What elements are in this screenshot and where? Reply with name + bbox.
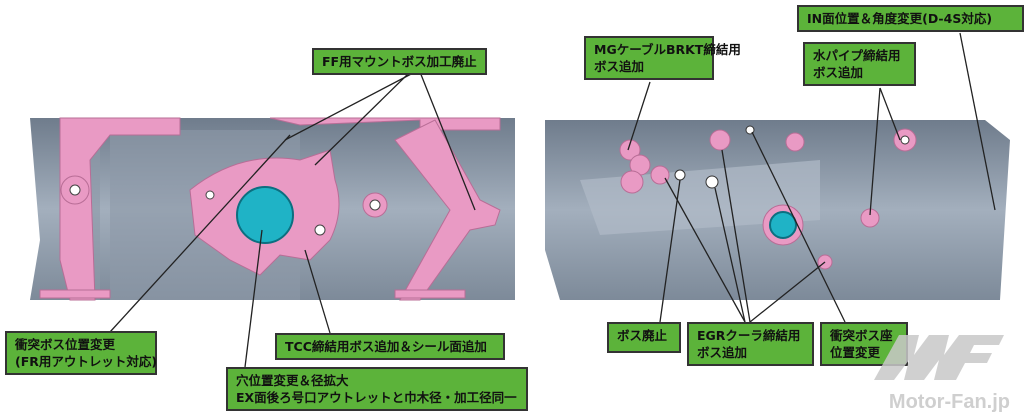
- label-text: FF用マウントボス加工廃止: [322, 54, 477, 69]
- label-text: EX面後ろ号口アウトレットと巾木径・加工径同一: [236, 390, 517, 405]
- label-text: ボス追加: [697, 345, 748, 360]
- motor-fan-logo: [874, 335, 1004, 380]
- label-boss-removed: ボス廃止: [607, 322, 681, 353]
- label-text: 水パイプ締結用: [813, 48, 901, 63]
- label-collision-boss-left: 衝突ボス位置変更 (FR用アウトレット対応): [5, 331, 157, 375]
- right-cylinder-head-view: [545, 120, 1010, 300]
- label-text: (FR用アウトレット対応): [15, 354, 158, 369]
- label-egr-cooler-boss: EGRクーラ締結用ボス追加: [687, 322, 814, 366]
- label-text: IN面位置＆角度変更(D-4S対応): [807, 11, 993, 26]
- label-text: TCC締結用ボス追加＆シール面追加: [285, 339, 487, 354]
- watermark: Motor-Fan.jp: [888, 391, 1010, 413]
- label-text: 衝突ボス位置変更: [15, 337, 116, 352]
- left-cylinder-head-view: [30, 117, 515, 301]
- label-text: EGRクーラ締結用: [697, 328, 801, 343]
- label-text: ボス追加: [813, 65, 864, 80]
- label-ff-mount-boss-removed: FF用マウントボス加工廃止: [312, 48, 487, 75]
- label-water-pipe-boss: 水パイプ締結用ボス追加: [803, 42, 916, 86]
- label-text: MGケーブルBRKT締結用: [594, 42, 741, 57]
- label-text: 衝突ボス座: [830, 328, 893, 343]
- label-mg-cable-boss: MGケーブルBRKT締結用ボス追加: [584, 36, 741, 80]
- label-text: ボス廃止: [617, 328, 668, 343]
- label-in-face-change: IN面位置＆角度変更(D-4S対応): [797, 5, 1024, 32]
- label-text: ボス追加: [594, 59, 645, 74]
- label-hole-position: 穴位置変更＆径拡大 EX面後ろ号口アウトレットと巾木径・加工径同一: [226, 367, 528, 411]
- label-text: 穴位置変更＆径拡大: [236, 373, 349, 388]
- leader-lines: [109, 32, 996, 368]
- label-text: 位置変更: [830, 345, 881, 360]
- label-tcc-boss: TCC締結用ボス追加＆シール面追加: [275, 333, 505, 360]
- bore-hole: [236, 186, 294, 244]
